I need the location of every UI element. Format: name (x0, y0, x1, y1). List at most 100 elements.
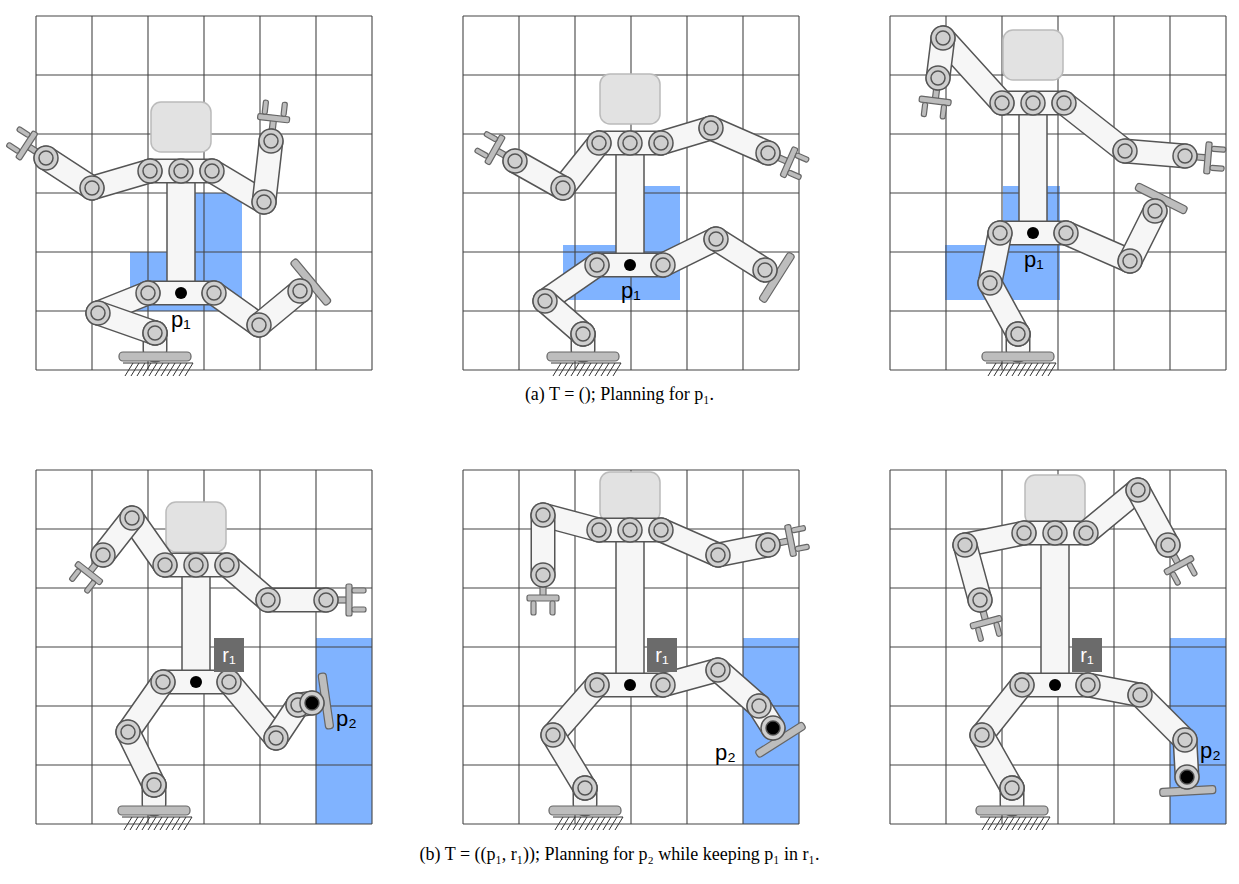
robot-joint (590, 678, 604, 692)
robot-joint (1012, 521, 1036, 545)
grid-line (798, 470, 799, 824)
robot-joint (1026, 96, 1040, 110)
robot-joint (1021, 91, 1045, 115)
region-cell (1170, 638, 1226, 824)
robot-joint (158, 558, 172, 572)
robot-joint (141, 286, 155, 300)
robot-joint (931, 71, 945, 85)
robot-joint (571, 322, 595, 346)
point-label: p₁ (621, 280, 641, 302)
robot-joint (573, 776, 597, 800)
grid-line (463, 369, 799, 370)
robot-joint (931, 26, 955, 50)
robot-joint (993, 226, 1007, 240)
robot-joint (269, 731, 283, 745)
grid-line (371, 16, 372, 370)
robot-joint (656, 678, 670, 692)
grid-line (36, 823, 372, 824)
robot-joint (975, 728, 989, 742)
grid-line (890, 192, 1226, 193)
robot-joint (91, 543, 115, 567)
grid-line (463, 823, 799, 824)
robot-joint (156, 675, 170, 689)
ground-line (122, 817, 192, 818)
robot-joint (257, 195, 271, 209)
gripper-finger (795, 152, 810, 162)
robot-joint (1161, 538, 1175, 552)
robot-joint (1173, 728, 1197, 752)
robot-joint (259, 129, 283, 153)
robot-joint (85, 181, 99, 195)
robot-head (151, 102, 211, 152)
robot-joint (654, 523, 668, 537)
robot-joint (148, 326, 162, 340)
robot-joint (706, 543, 730, 567)
robot-joint (590, 258, 604, 272)
grid-line (463, 310, 799, 311)
robot-joint (988, 221, 1012, 245)
robot-head (166, 502, 226, 552)
grid-line (890, 705, 1226, 706)
robot-joint (587, 518, 611, 542)
grid-line (890, 251, 1226, 252)
ground-line (123, 363, 193, 364)
robot-base (549, 806, 621, 815)
robot-joint (247, 313, 271, 337)
robot-joint (293, 284, 307, 298)
gripper (336, 584, 366, 616)
robot-joint (153, 553, 177, 577)
robot-joint (711, 663, 725, 677)
gripper-finger (16, 126, 30, 138)
robot-joint (936, 31, 950, 45)
robot-base (119, 352, 191, 361)
robot-joint (1054, 221, 1078, 245)
robot-joint (704, 227, 728, 251)
robot-joint (1015, 678, 1029, 692)
gripper-finger (921, 102, 928, 117)
robot-torso (616, 530, 644, 685)
robot-joint (189, 558, 203, 572)
robot-head (600, 74, 660, 124)
robot-head (600, 472, 660, 522)
ground-line (980, 817, 1050, 818)
gripper (256, 99, 291, 132)
gripper-finger (1187, 562, 1198, 577)
robot-joint (1057, 96, 1071, 110)
figure-caption: (b) T = ((p₁, r₁)); Planning for p₂ whil… (0, 844, 1239, 866)
robot-joint (753, 258, 777, 282)
robot-joint (200, 159, 224, 183)
robot-joint (125, 511, 139, 525)
robot-joint (651, 253, 675, 277)
robot-joint (1006, 322, 1030, 346)
robot-joint (1148, 204, 1162, 218)
robot-joint (1052, 91, 1076, 115)
robot-joint (1043, 521, 1067, 545)
robot-joint (138, 159, 162, 183)
gripper-finger (6, 142, 20, 154)
grid-line (36, 251, 372, 252)
robot-joint (1011, 327, 1025, 341)
robot-joint (143, 164, 157, 178)
gripper-finger (531, 601, 536, 615)
robot-joint (1180, 770, 1194, 784)
robot-joint (215, 553, 239, 577)
gripper (527, 585, 559, 615)
robot-joint (953, 533, 977, 557)
region-box: r₁ (1072, 638, 1102, 672)
robot-joint (995, 96, 1009, 110)
robot-base (118, 806, 190, 815)
gripper-finger (1211, 146, 1225, 152)
robot-joint (1133, 688, 1147, 702)
ground-hatch (1048, 363, 1056, 376)
robot-joint (533, 289, 557, 313)
gripper-finger (474, 147, 489, 158)
robot-joint (623, 523, 637, 537)
robot-joint (756, 533, 780, 557)
robot-joint (651, 673, 675, 697)
robot-joint (184, 553, 208, 577)
robot-joint (136, 281, 160, 305)
grid-line (1225, 16, 1226, 370)
robot-joint (556, 181, 570, 195)
grid-line (1113, 16, 1114, 370)
